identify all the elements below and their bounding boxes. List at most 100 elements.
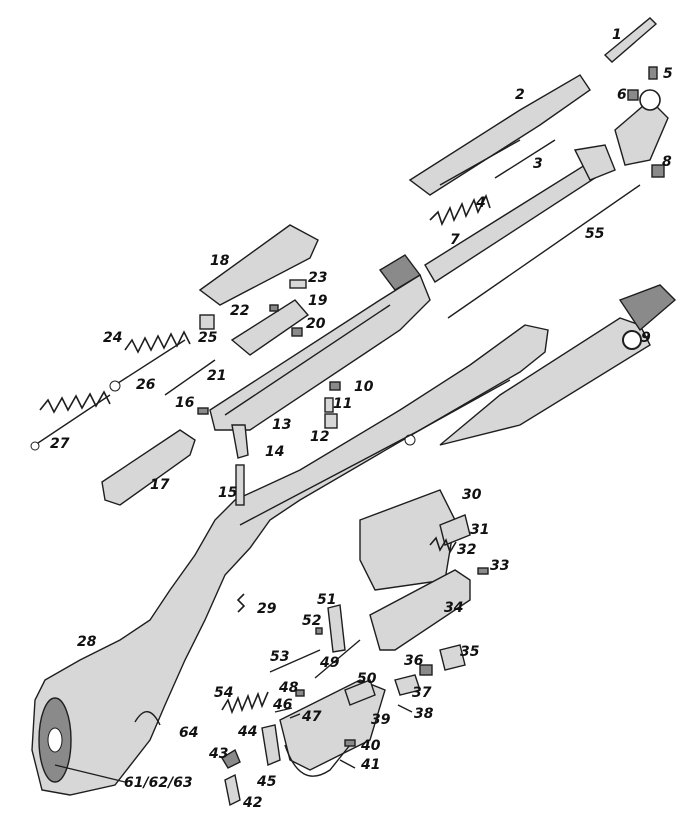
pin-5 bbox=[648, 66, 658, 80]
follower-31 bbox=[439, 514, 471, 546]
label-part-32: 32 bbox=[457, 542, 477, 558]
part-25 bbox=[199, 314, 215, 330]
label-part-22: 22 bbox=[230, 303, 250, 319]
label-part-55: 55 bbox=[585, 226, 605, 242]
handguard bbox=[408, 74, 591, 196]
rod-27 bbox=[34, 394, 111, 446]
label-part-15: 15 bbox=[218, 485, 238, 501]
sling-swivel-64 bbox=[134, 711, 161, 726]
label-part-28: 28 bbox=[77, 634, 97, 650]
part-36 bbox=[419, 664, 433, 676]
cleaning-rod bbox=[447, 184, 641, 319]
label-part-3: 3 bbox=[533, 156, 543, 172]
label-part-53: 53 bbox=[270, 649, 290, 665]
label-part-36: 36 bbox=[404, 653, 424, 669]
leader-line-61-62-63 bbox=[54, 764, 126, 783]
trigger-guard-45 bbox=[284, 744, 351, 777]
label-part-2: 2 bbox=[515, 87, 525, 103]
label-part-46: 46 bbox=[273, 697, 293, 713]
spring-24a bbox=[124, 330, 191, 354]
spring-24b bbox=[39, 390, 111, 414]
label-part-5: 5 bbox=[663, 66, 673, 82]
recoil-spring-4 bbox=[429, 193, 491, 227]
part-22 bbox=[269, 304, 279, 312]
part-17 bbox=[101, 429, 196, 506]
front-sight-block bbox=[573, 144, 616, 181]
label-part-38: 38 bbox=[414, 706, 434, 722]
label-part-23: 23 bbox=[308, 270, 328, 286]
pin-38 bbox=[397, 704, 413, 713]
label-part-54: 54 bbox=[214, 685, 234, 701]
part-49 bbox=[314, 639, 361, 679]
label-part-26: 26 bbox=[136, 377, 156, 393]
guide-26 bbox=[114, 339, 186, 386]
bayonet-ring bbox=[622, 330, 642, 350]
part-53 bbox=[269, 649, 321, 673]
label-part-40: 40 bbox=[361, 738, 381, 754]
label-part-34: 34 bbox=[444, 600, 464, 616]
pin-52 bbox=[315, 627, 323, 635]
firing-pin-21 bbox=[164, 359, 216, 396]
label-part-48: 48 bbox=[279, 680, 299, 696]
part-35 bbox=[439, 644, 466, 671]
part-23 bbox=[289, 279, 307, 289]
trigger-housing-39 bbox=[279, 679, 386, 771]
part-16 bbox=[197, 407, 209, 415]
label-part-50: 50 bbox=[357, 671, 377, 687]
label-part-20: 20 bbox=[306, 316, 326, 332]
handguard-vents bbox=[439, 139, 521, 186]
label-part-7: 7 bbox=[450, 232, 460, 248]
label-part-42: 42 bbox=[243, 795, 263, 811]
part-14 bbox=[231, 424, 249, 459]
pin-41 bbox=[339, 759, 356, 769]
label-part-21: 21 bbox=[207, 368, 227, 384]
label-part-10: 10 bbox=[354, 379, 374, 395]
operating-rod-3 bbox=[494, 139, 556, 179]
label-part-12: 12 bbox=[310, 429, 330, 445]
spring-54 bbox=[221, 691, 269, 715]
label-part-17: 17 bbox=[150, 477, 170, 493]
label-part-24: 24 bbox=[103, 330, 123, 346]
bolt-19 bbox=[230, 299, 310, 356]
pin-33 bbox=[477, 567, 489, 575]
label-part-19: 19 bbox=[308, 293, 328, 309]
magazine-base-34 bbox=[369, 569, 471, 651]
label-part-18: 18 bbox=[210, 253, 230, 269]
part-10 bbox=[329, 381, 341, 391]
label-part-39: 39 bbox=[371, 712, 391, 728]
bolt-carrier-18 bbox=[198, 224, 319, 306]
label-part-37: 37 bbox=[412, 685, 432, 701]
label-part-4: 4 bbox=[476, 195, 486, 211]
label-part-13: 13 bbox=[272, 417, 292, 433]
label-part-6: 6 bbox=[617, 87, 627, 103]
part-40 bbox=[344, 739, 356, 747]
part-37 bbox=[394, 674, 421, 696]
pin-6 bbox=[627, 89, 639, 101]
label-part-33: 33 bbox=[490, 558, 510, 574]
label-part-27: 27 bbox=[50, 436, 70, 452]
label-part-35: 35 bbox=[460, 644, 480, 660]
buttplate-hole bbox=[47, 727, 63, 753]
label-part-31: 31 bbox=[470, 522, 490, 538]
spring-32 bbox=[429, 536, 457, 554]
part-20 bbox=[291, 327, 303, 337]
part-11 bbox=[324, 397, 334, 413]
spring-29 bbox=[236, 593, 246, 613]
part-42 bbox=[224, 773, 241, 807]
part-43 bbox=[221, 748, 241, 769]
gas-block bbox=[614, 99, 669, 166]
label-part-14: 14 bbox=[265, 444, 285, 460]
label-part-11: 11 bbox=[333, 396, 353, 412]
label-part-16: 16 bbox=[175, 395, 195, 411]
part-51 bbox=[327, 604, 346, 653]
gas-piston bbox=[603, 17, 658, 63]
front-sight-post bbox=[639, 89, 661, 111]
label-part-30: 30 bbox=[462, 487, 482, 503]
part-15 bbox=[235, 464, 245, 506]
part-46 bbox=[274, 707, 293, 713]
label-part-47: 47 bbox=[302, 709, 322, 725]
label-part-61-62-63: 61/62/63 bbox=[124, 775, 193, 791]
hammer-44 bbox=[261, 724, 281, 766]
